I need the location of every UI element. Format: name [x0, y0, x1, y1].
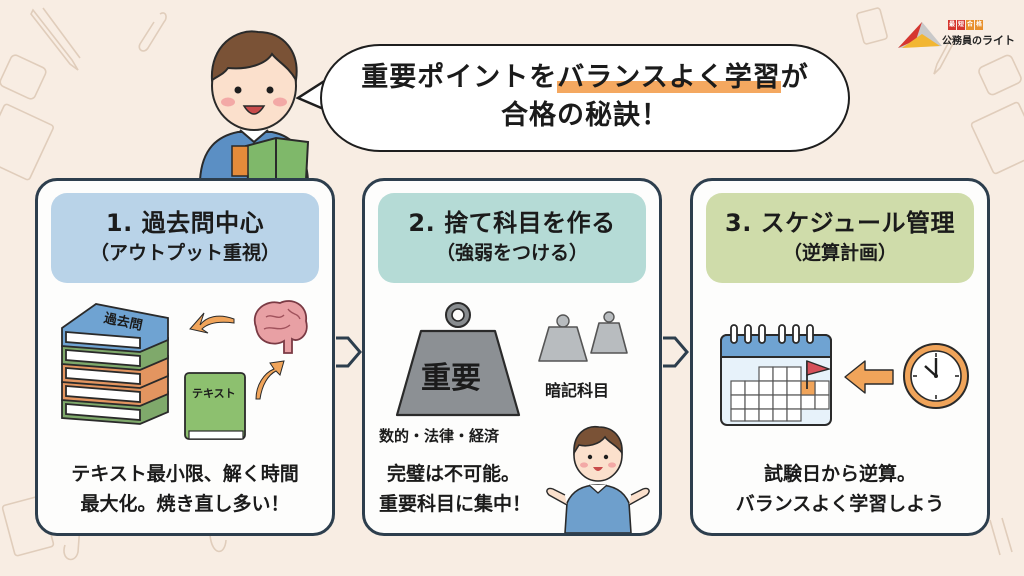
- arrow-text-to-brain-icon: [255, 360, 285, 400]
- tip-card-schedule: 3. スケジュール管理 （逆算計画） 試験日から逆算。 バラ: [690, 178, 990, 536]
- light-weight-caption: 暗記科目: [545, 381, 610, 400]
- brain-icon: [253, 300, 308, 354]
- light-weight-icon: [538, 311, 628, 362]
- card-body-text: テキスト最小限、解く時間 最大化。焼き直し多い！: [38, 459, 332, 519]
- headline-highlight: バランスよく学習: [557, 62, 781, 93]
- card-header: 3. スケジュール管理 （逆算計画）: [706, 193, 974, 283]
- tip-card-drop-subjects: 2. 捨て科目を作る （強弱をつける） 重要 数的・法律・経済 暗記科目 完璧は…: [362, 178, 662, 536]
- card-body-text: 試験日から逆算。 バランスよく学習しよう: [693, 459, 987, 519]
- speech-bubble-tail: [296, 78, 327, 112]
- calendar-icon: [720, 324, 832, 426]
- heavy-weight-caption: 数的・法律・経済: [379, 427, 500, 445]
- textbook-icon: [184, 372, 246, 440]
- logo-tag-char: 最: [948, 20, 957, 30]
- card-body-text: 完璧は不可能。 重要科目に集中！: [379, 459, 531, 519]
- headline-text: 重要ポイントを: [361, 62, 558, 93]
- logo-tagline: 最 短 合 格: [948, 20, 984, 30]
- logo-tag-char: 格: [975, 20, 984, 30]
- card-body-line: 重要科目に集中！: [379, 493, 532, 515]
- card-subtitle: （アウトプット重視）: [89, 242, 280, 264]
- card-title: 1. 過去問中心: [105, 209, 265, 237]
- headline-line1: 重要ポイントをバランスよく学習が: [322, 59, 848, 97]
- card-subtitle: （強弱をつける）: [435, 242, 588, 264]
- textbook-label: テキスト: [192, 387, 236, 400]
- speech-bubble: 重要ポイントをバランスよく学習が 合格の秘訣！: [320, 44, 850, 152]
- brand-logo: 最 短 合 格 公務員のライト: [896, 18, 1016, 50]
- chevron-right-icon: [663, 336, 689, 368]
- clock-icon: [903, 343, 969, 409]
- card-body-line: テキスト最小限、解く時間: [71, 463, 299, 485]
- logo-tag-char: 合: [966, 20, 975, 30]
- card-header: 2. 捨て科目を作る （強弱をつける）: [378, 193, 646, 283]
- tip-card-past-exams: 1. 過去問中心 （アウトプット重視） 過去問 テキスト テキスト最小限、解く時…: [35, 178, 335, 536]
- headline-text: が: [780, 62, 809, 93]
- card-body-line: バランスよく学習しよう: [735, 493, 945, 515]
- logo-name-prefix: 公務員の: [942, 36, 982, 47]
- arrow-brain-to-pastexams-icon: [189, 312, 235, 334]
- heavy-weight-label: 重要: [421, 361, 481, 396]
- card-header: 1. 過去問中心 （アウトプット重視）: [51, 193, 319, 283]
- logo-name: 公務員のライト: [942, 32, 1015, 48]
- boy-reading-illustration: [198, 30, 310, 180]
- card-body-line: 最大化。焼き直し多い！: [80, 493, 290, 515]
- card-body-line: 完璧は不可能。: [387, 463, 521, 485]
- heavy-weight-icon: [395, 302, 521, 417]
- boy-shrugging-illustration: [546, 425, 650, 533]
- chevron-right-icon: [336, 336, 362, 368]
- arrow-left-icon: [844, 360, 894, 394]
- logo-name-main: ライト: [982, 34, 1015, 47]
- headline-line2: 合格の秘訣！: [501, 100, 669, 131]
- card-title: 3. スケジュール管理: [725, 209, 955, 237]
- card-body-line: 試験日から逆算。: [763, 463, 916, 485]
- logo-mountain-icon: [898, 22, 942, 48]
- book-stack-icon: [61, 303, 169, 425]
- logo-tag-char: 短: [957, 20, 966, 30]
- card-subtitle: （逆算計画）: [782, 242, 897, 264]
- card-title: 2. 捨て科目を作る: [408, 209, 616, 237]
